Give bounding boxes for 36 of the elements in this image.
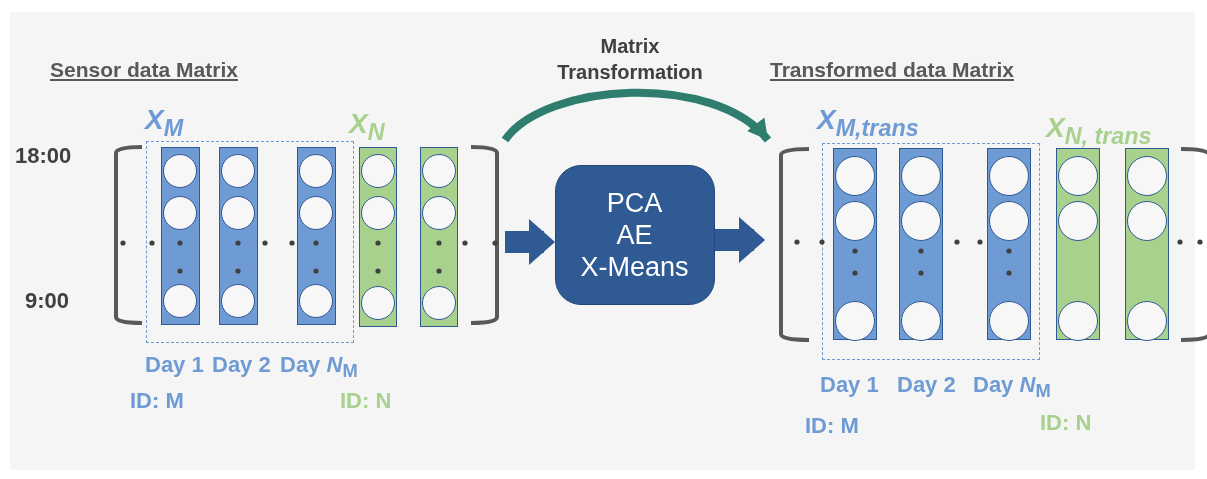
method-name: X-Means: [580, 252, 689, 283]
method-name: AE: [616, 220, 653, 251]
data-column: [161, 147, 200, 325]
arrow: [502, 88, 771, 143]
data-column: [987, 148, 1031, 340]
time-label: 9:00: [25, 288, 70, 314]
data-column: [219, 147, 258, 325]
id-label: ID: N: [1040, 410, 1092, 436]
variable-label: X$_{N, trans}$: [1046, 112, 1152, 150]
matrix-heading: Transformed data Matrix: [770, 58, 1014, 82]
variable-label: X$_{N}$: [349, 108, 385, 146]
day-label: Day 1: [145, 352, 204, 378]
method-name: PCA: [606, 188, 663, 219]
day-label: Day N$_{M}$: [280, 352, 358, 383]
arrow: [505, 219, 555, 265]
time-label: 18:00: [15, 143, 72, 169]
edge-label: Matrix Transformation: [556, 34, 704, 85]
variable-label: X$_{M,trans}$: [817, 104, 919, 142]
data-column: [420, 147, 458, 327]
day-label: Day 2: [212, 352, 271, 378]
data-column: [1056, 148, 1100, 340]
data-column: [899, 148, 943, 340]
day-label: Day 2: [897, 372, 956, 398]
method-box: [555, 165, 715, 305]
day-label: Day 1: [820, 372, 879, 398]
matrix-heading: Sensor data Matrix: [50, 58, 238, 82]
variable-label: X$_{M}$: [145, 104, 184, 142]
data-column: [359, 147, 397, 327]
id-label: ID: N: [340, 388, 392, 414]
id-label: ID: M: [805, 413, 859, 439]
arrow: [715, 217, 765, 263]
day-label: Day N$_{M}$: [973, 372, 1051, 403]
data-column: [1125, 148, 1169, 340]
data-column: [297, 147, 336, 325]
id-label: ID: M: [130, 388, 184, 414]
data-column: [833, 148, 877, 340]
